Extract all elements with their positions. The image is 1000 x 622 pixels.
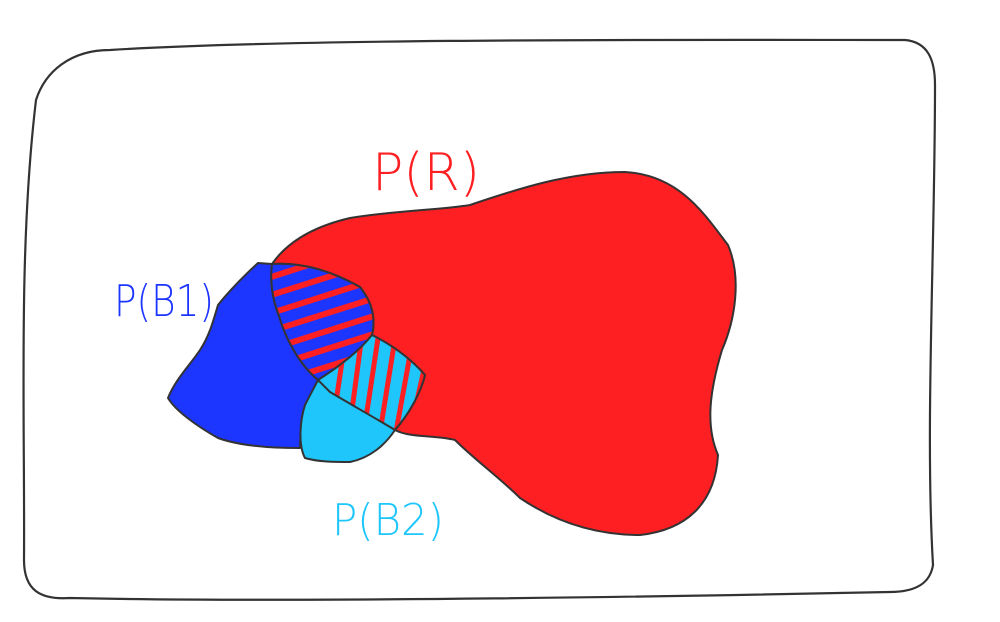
label-p-b2: P(B2) (332, 495, 444, 546)
label-p-r: P(R) (372, 143, 480, 203)
overlap-b2-r-outline (317, 334, 426, 431)
label-p-b1: P(B1) (114, 276, 214, 327)
sample-space-frame (22, 38, 937, 601)
